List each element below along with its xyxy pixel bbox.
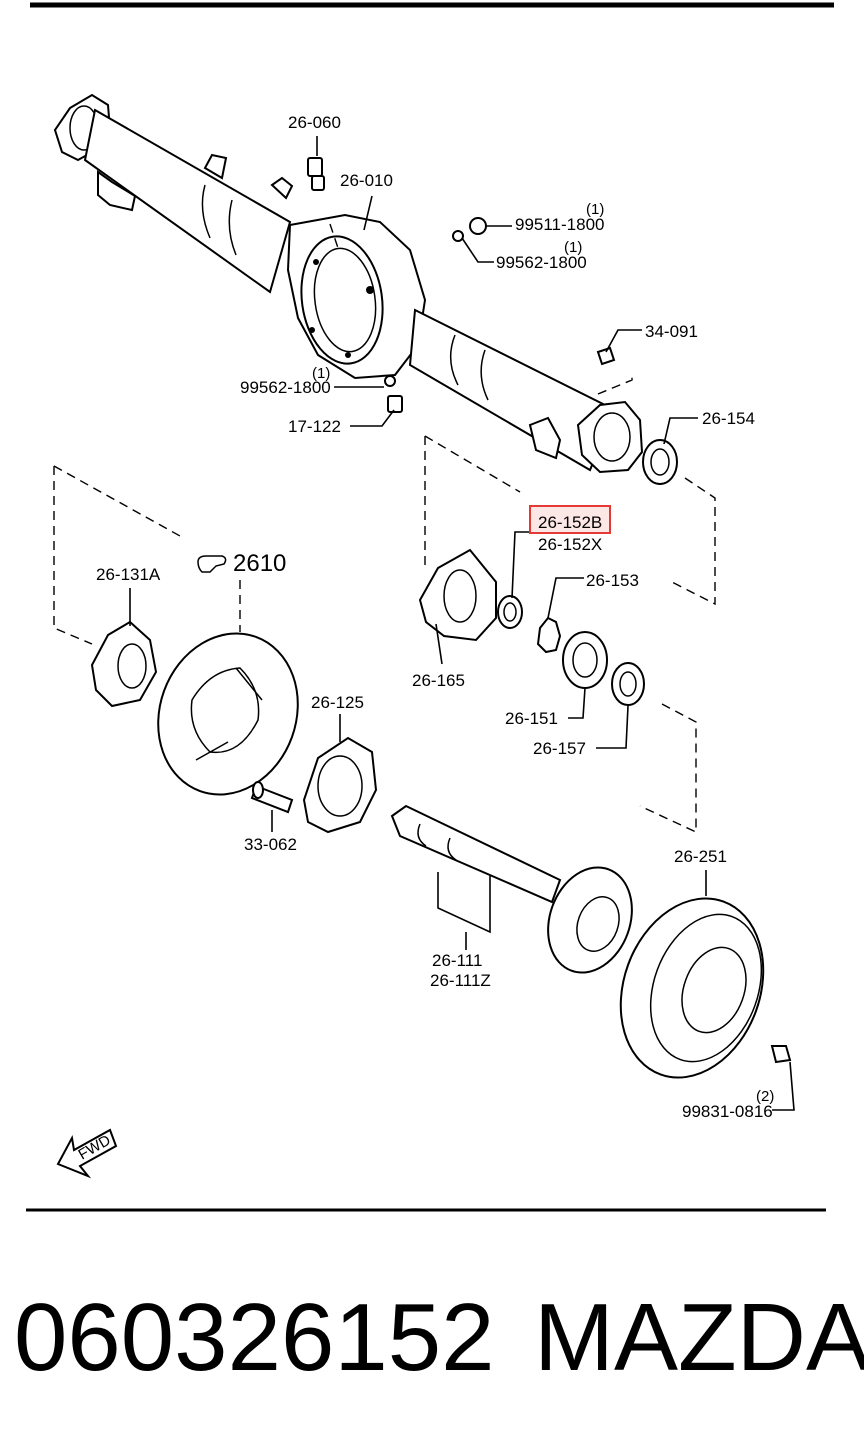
part-number-text: 060326152 — [14, 1284, 495, 1391]
label-34-091[interactable]: 34-091 — [645, 322, 698, 341]
label-26-060[interactable]: 26-060 — [288, 113, 341, 132]
label-26-154[interactable]: 26-154 — [702, 409, 755, 428]
label-99562-1800-a[interactable]: 99562-1800 — [496, 253, 587, 272]
lock-washer-26-153 — [536, 616, 562, 654]
label-33-062[interactable]: 33-062 — [244, 835, 297, 854]
label-26-125[interactable]: 26-125 — [311, 693, 364, 712]
axle-housing — [53, 93, 644, 474]
breather-plug — [307, 157, 325, 191]
screw-99831 — [770, 1045, 792, 1064]
brake-backing-plate-2610 — [157, 632, 299, 796]
label-26-111z[interactable]: 26-111Z — [430, 971, 491, 990]
plate-26-125 — [302, 736, 378, 834]
forward-arrow-icon: FWD — [56, 1128, 118, 1179]
retainer-26-152 — [497, 595, 523, 629]
label-26-251[interactable]: 26-251 — [674, 847, 727, 866]
hub-26-131a — [90, 620, 158, 708]
hub-bolt-33-062 — [250, 781, 294, 814]
label-26-157[interactable]: 26-157 — [533, 739, 586, 758]
oil-seal-26-154 — [642, 439, 678, 485]
qty-99831: (2) — [756, 1088, 774, 1105]
label-26-151[interactable]: 26-151 — [505, 709, 558, 728]
label-17-122[interactable]: 17-122 — [288, 417, 341, 436]
qty-99562-a: (1) — [564, 239, 582, 256]
label-99831-0816[interactable]: 99831-0816 — [682, 1102, 773, 1121]
axle-shaft-26-111 — [390, 804, 633, 974]
qty-99562-b: (1) — [312, 365, 330, 382]
assembly-guides — [53, 223, 716, 834]
qty-99511: (1) — [586, 201, 604, 218]
brake-drum-26-251 — [619, 897, 765, 1079]
seal-26-157 — [611, 662, 645, 706]
label-99562-1800-b[interactable]: 99562-1800 — [240, 378, 331, 397]
leader-lines — [129, 136, 795, 1111]
brand-text: MAZDA — [534, 1284, 864, 1391]
label-2610[interactable]: 2610 — [233, 550, 286, 577]
gasket-26-165 — [418, 548, 497, 642]
label-99511-1800[interactable]: 99511-1800 — [515, 215, 605, 234]
part-labels: 26-060 26-010 (1) 99511-1800 (1) 99562-1… — [96, 113, 774, 1121]
label-26-111[interactable]: 26-111 — [432, 951, 482, 970]
label-26-131a[interactable]: 26-131A — [96, 565, 161, 584]
label-26-152x[interactable]: 26-152X — [538, 535, 602, 554]
highlight-box — [529, 505, 611, 534]
label-26-010[interactable]: 26-010 — [340, 171, 393, 190]
label-26-152b[interactable]: 26-152B — [538, 513, 602, 532]
label-26-153[interactable]: 26-153 — [586, 571, 639, 590]
bearing-26-151 — [562, 631, 608, 689]
label-26-165[interactable]: 26-165 — [412, 671, 465, 690]
pointing-hand-icon — [197, 555, 227, 573]
